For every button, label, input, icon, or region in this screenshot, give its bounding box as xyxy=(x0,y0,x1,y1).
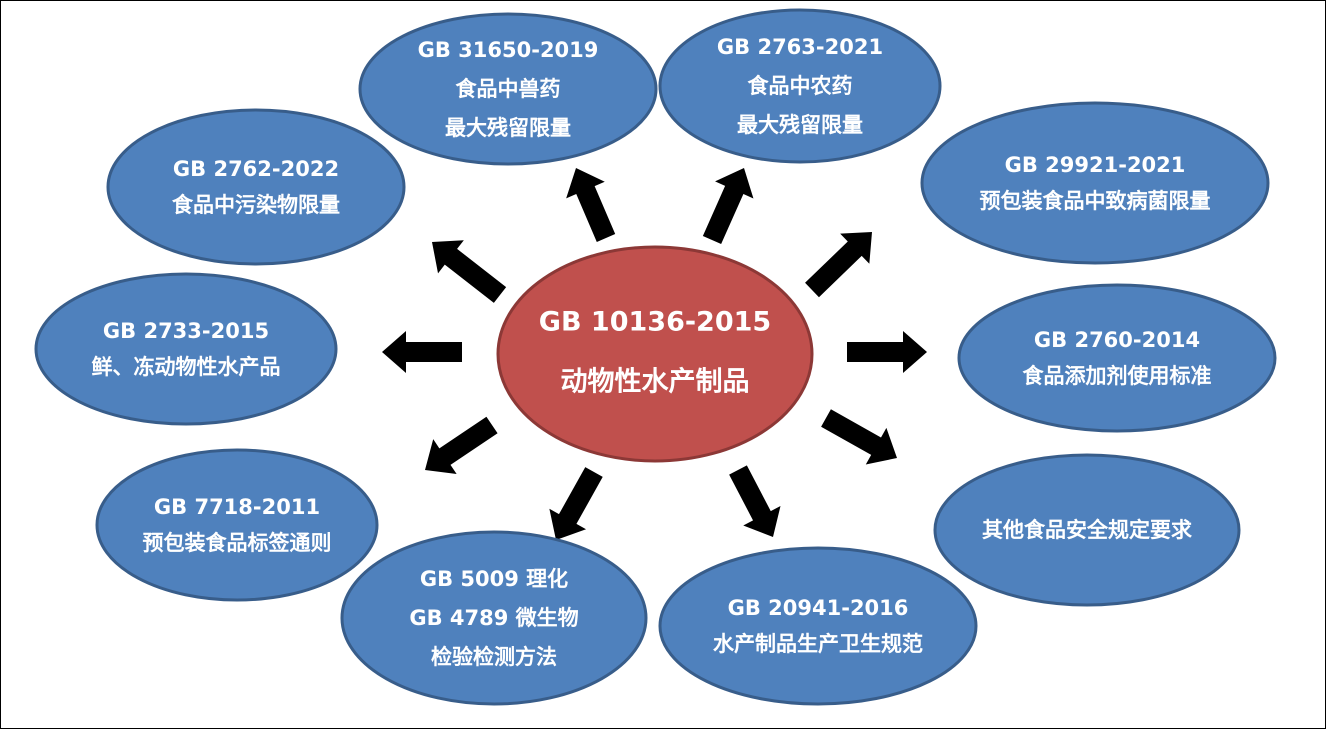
node-label-line: GB 4789 微生物 xyxy=(409,606,578,630)
arrow-to-gb29921 xyxy=(805,232,873,298)
node-label-line: GB 2763-2021 xyxy=(717,35,883,59)
node-other[interactable]: 其他食品安全规定要求 xyxy=(933,453,1241,607)
arrow-to-gb20941 xyxy=(729,465,781,537)
arrow-to-gb2760 xyxy=(847,331,927,373)
node-label-line: 食品中污染物限量 xyxy=(172,193,340,217)
node-label-line: GB 10136-2015 xyxy=(539,307,771,338)
node-label-line: GB 2733-2015 xyxy=(103,319,269,343)
arrow-to-gb2733 xyxy=(382,331,462,373)
node-label-line: 最大残留限量 xyxy=(737,113,863,137)
node-label-line: GB 20941-2016 xyxy=(728,596,909,620)
arrow-to-gb7718 xyxy=(425,416,498,475)
arrow-to-gb31650 xyxy=(566,168,616,242)
node-label-line: GB 7718-2011 xyxy=(154,495,320,519)
node-label-line: 其他食品安全规定要求 xyxy=(982,518,1192,542)
node-gb29921[interactable]: GB 29921-2021 预包装食品中致病菌限量 xyxy=(920,101,1270,265)
node-label-line: 检验检测方法 xyxy=(431,645,557,669)
node-ellipse xyxy=(106,108,406,266)
node-ellipse xyxy=(34,272,338,426)
node-ellipse xyxy=(658,8,942,164)
node-gb2733[interactable]: GB 2733-2015 鲜、冻动物性水产品 xyxy=(34,272,338,426)
node-label-line: GB 31650-2019 xyxy=(418,38,599,62)
node-gb2760[interactable]: GB 2760-2014 食品添加剂使用标准 xyxy=(957,283,1277,433)
node-label-line: GB 29921-2021 xyxy=(1005,153,1186,177)
node-ellipse xyxy=(933,453,1241,607)
node-label-line: 最大残留限量 xyxy=(445,116,571,140)
node-gb2762[interactable]: GB 2762-2022 食品中污染物限量 xyxy=(106,108,406,266)
node-ellipse xyxy=(358,12,658,166)
node-gb7718[interactable]: GB 7718-2011 预包装食品标签通则 xyxy=(95,448,379,602)
arrow-to-gb5009 xyxy=(549,467,603,541)
node-label-line: 水产制品生产卫生规范 xyxy=(713,632,923,656)
node-ellipse xyxy=(95,448,379,602)
node-ellipse xyxy=(957,283,1277,433)
node-ellipse xyxy=(920,101,1270,265)
node-label-line: 食品添加剂使用标准 xyxy=(1023,364,1212,388)
node-label-line: 预包装食品中致病菌限量 xyxy=(980,189,1211,213)
arrow-to-other xyxy=(821,409,898,465)
node-label-line: GB 2762-2022 xyxy=(173,157,339,181)
node-ellipse xyxy=(658,546,978,706)
arrow-to-gb2762 xyxy=(432,240,507,303)
center-ellipse xyxy=(496,245,814,463)
node-label-line: 食品中兽药 xyxy=(456,77,561,101)
node-gb20941[interactable]: GB 20941-2016 水产制品生产卫生规范 xyxy=(658,546,978,706)
arrow-to-gb2763 xyxy=(702,167,754,245)
node-label-line: 食品中农药 xyxy=(748,74,853,98)
node-label-line: GB 2760-2014 xyxy=(1034,328,1200,352)
node-label-line: 动物性水产制品 xyxy=(561,367,750,398)
center-node[interactable]: GB 10136-2015 动物性水产制品 xyxy=(496,245,814,463)
node-label-line: GB 5009 理化 xyxy=(420,567,568,591)
node-label-line: 预包装食品标签通则 xyxy=(143,531,332,555)
node-ellipse xyxy=(340,530,648,706)
node-label-line: 鲜、冻动物性水产品 xyxy=(92,355,281,379)
